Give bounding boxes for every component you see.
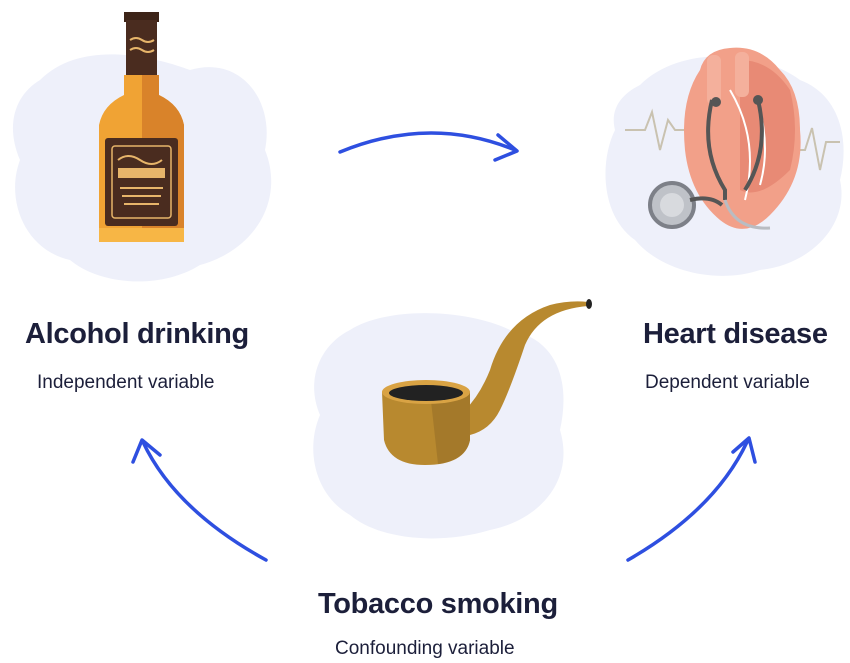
- tobacco-title: Tobacco smoking: [318, 588, 558, 620]
- tobacco-pipe-icon: [382, 299, 592, 465]
- heart-subtitle: Dependent variable: [645, 372, 810, 393]
- alcohol-subtitle: Independent variable: [37, 372, 215, 393]
- alcohol-title: Alcohol drinking: [25, 318, 249, 350]
- heart-with-stethoscope-icon: [625, 47, 840, 230]
- heart-title: Heart disease: [643, 318, 828, 350]
- arrow-tobacco-to-alcohol: [131, 438, 268, 562]
- arrow-alcohol-to-heart: [338, 131, 519, 162]
- tobacco-subtitle: Confounding variable: [335, 638, 515, 659]
- arrow-tobacco-to-heart: [626, 436, 757, 562]
- whiskey-bottle-icon: [99, 12, 184, 242]
